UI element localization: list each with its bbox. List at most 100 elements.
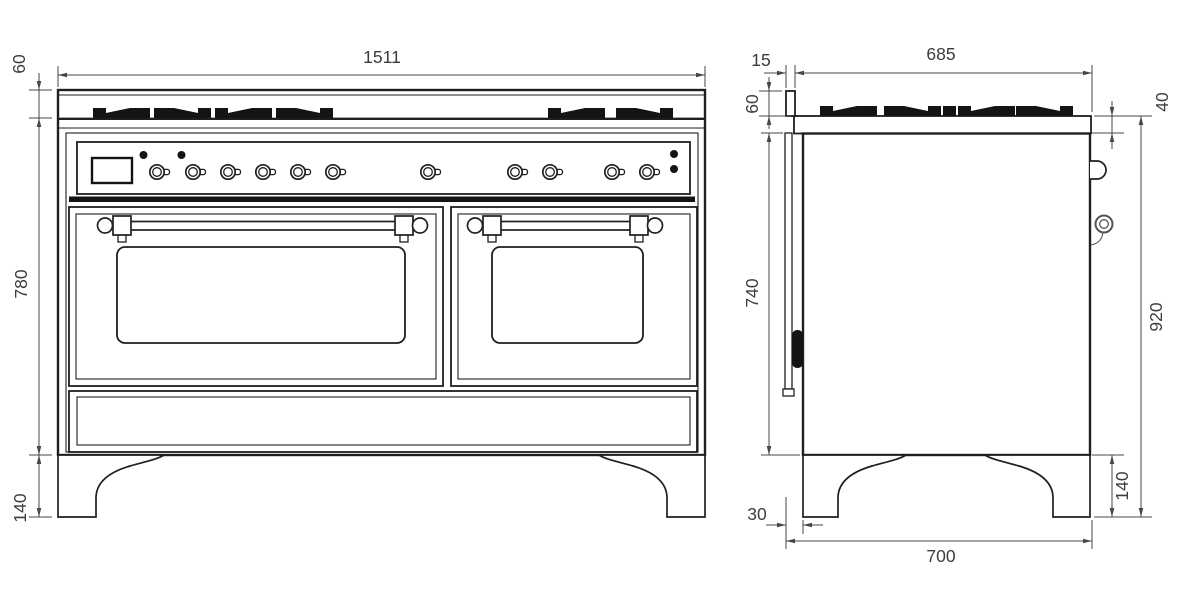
burner-knob — [184, 163, 207, 181]
handle-ball — [96, 217, 114, 234]
side-handle-arm — [1090, 231, 1104, 246]
rear-spacer-foot — [782, 388, 795, 397]
dim-label-front-top-height: 60 — [9, 54, 29, 74]
burner-grate — [616, 108, 673, 118]
cooktop-grates-side — [820, 106, 1073, 116]
oven-knob — [603, 163, 626, 181]
dimensions-front: 1511 60 780 140 — [9, 47, 706, 523]
cooktop-grates-front — [93, 108, 673, 118]
dim-label-back-lip: 15 — [751, 50, 770, 70]
drawer-inner — [76, 396, 691, 446]
arrowhead — [1138, 508, 1144, 517]
side-handle-ball-inner — [1099, 219, 1109, 229]
oven-door-right-inner — [457, 213, 691, 380]
handle-bracket — [629, 215, 649, 236]
oven-knob — [541, 163, 564, 181]
arrowhead — [36, 508, 42, 517]
burner-grate — [93, 108, 150, 118]
burner-knob — [324, 163, 347, 181]
handle-bracket — [112, 215, 132, 236]
burner-grate — [276, 108, 333, 118]
indicator-light — [177, 151, 186, 159]
arrowhead — [36, 455, 42, 464]
backguard-upstand — [785, 90, 796, 117]
side-leg-back — [802, 454, 909, 518]
burner-knob — [289, 163, 312, 181]
arrowhead — [1083, 538, 1092, 544]
arrowhead — [786, 538, 795, 544]
handle-bar — [498, 220, 634, 231]
oven-knob — [638, 163, 661, 181]
burner-grate — [215, 108, 272, 118]
side-knob-profile — [1090, 160, 1107, 180]
burner-grate — [884, 106, 941, 116]
arrowhead — [1109, 133, 1115, 142]
handle-bar — [127, 220, 399, 231]
handle-ball — [646, 217, 664, 234]
dim-label-total-depth: 700 — [926, 546, 955, 566]
arrowhead — [36, 446, 42, 455]
side-leg-front — [982, 454, 1091, 518]
burner-knob — [148, 163, 171, 181]
arrowhead — [777, 70, 786, 76]
arrowhead — [1138, 116, 1144, 125]
dim-label-front-width: 1511 — [363, 47, 401, 67]
arrowhead — [795, 70, 804, 76]
dim-label-front-leg-height: 140 — [10, 493, 30, 522]
dimensions-side: 15 685 60 740 40 920 140 — [742, 44, 1172, 566]
oven-door-left — [68, 206, 444, 387]
drawer-frame — [68, 390, 698, 453]
arrowhead — [1083, 70, 1092, 76]
burner-grate — [958, 106, 1015, 116]
gas-inlet — [792, 330, 803, 368]
dim-label-top-depth: 685 — [926, 44, 955, 64]
oven-handle-right — [466, 215, 664, 243]
oven-window-left — [116, 246, 406, 344]
arrowhead — [766, 133, 772, 142]
burner-grate-center — [943, 106, 956, 116]
burner-grate — [820, 106, 877, 116]
burner-grate — [1016, 106, 1073, 116]
cooktop-edge-band — [793, 115, 1092, 135]
arrowhead — [696, 72, 705, 78]
panel-shadow-band — [69, 196, 695, 202]
burner-grate — [548, 108, 605, 118]
front-view — [56, 88, 707, 518]
arrowhead — [36, 81, 42, 90]
handle-ball — [411, 217, 429, 234]
oven-knob — [419, 163, 442, 181]
arrowhead — [803, 522, 812, 528]
arrowhead — [766, 82, 772, 91]
burner-knob — [254, 163, 277, 181]
arrowhead — [58, 72, 67, 78]
indicator-light — [670, 150, 678, 158]
front-leg-left — [57, 454, 167, 518]
oven-door-right-frame — [450, 206, 698, 387]
oven-window-right — [491, 246, 644, 344]
indicator-light — [139, 151, 148, 159]
oven-knob — [506, 163, 529, 181]
arrowhead — [766, 116, 772, 125]
arrowhead — [1109, 508, 1115, 517]
burner-knobs — [148, 163, 661, 181]
control-panel-frame — [76, 141, 691, 195]
dim-label-side-leg-height: 140 — [1112, 471, 1132, 500]
cabinet-inset-outline — [65, 132, 699, 453]
dim-label-front-body-height: 780 — [11, 269, 31, 298]
indicator-light — [670, 165, 678, 173]
burner-grate — [154, 108, 211, 118]
handle-bracket — [394, 215, 414, 236]
arrowhead — [1109, 455, 1115, 464]
dim-label-side-body-height: 740 — [742, 278, 762, 307]
oven-handle-left — [96, 215, 429, 243]
front-leg-right — [596, 454, 706, 518]
arrowhead — [766, 446, 772, 455]
arrowhead — [36, 118, 42, 127]
handle-ball — [466, 217, 484, 234]
arrowhead — [777, 522, 786, 528]
storage-drawer — [68, 390, 698, 453]
side-view — [782, 90, 1114, 518]
oven-door-left-frame — [68, 206, 444, 387]
